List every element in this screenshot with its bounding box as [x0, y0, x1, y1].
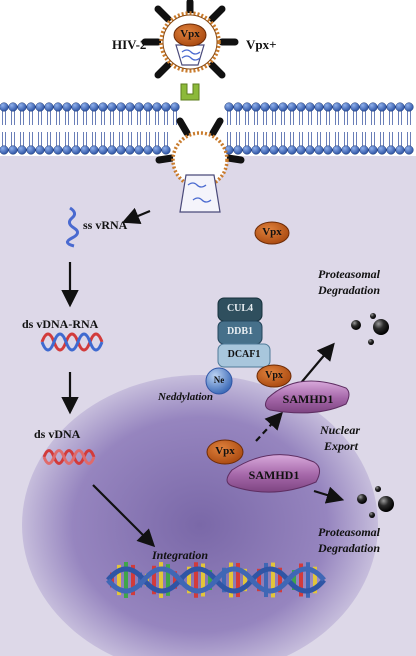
integration-label: Integration [152, 548, 209, 562]
vpx-bound-complex [256, 364, 292, 388]
pathway-arrows [61, 207, 345, 548]
virion-vpx-label: Vpx [180, 28, 200, 40]
ss-vrna-strand [66, 206, 79, 248]
vpx-plus-label: Vpx+ [246, 37, 277, 52]
samhd1-nuclear [226, 454, 320, 493]
dcaf1-label: DCAF1 [227, 349, 261, 360]
proteasomal-bottom-line2: Degradation [318, 541, 381, 555]
ddb1-label: DDB1 [226, 326, 254, 337]
proteasome-products-top [351, 313, 389, 345]
samhd1-cytoplasmic [264, 380, 350, 414]
ds-vdna-helix [42, 449, 96, 465]
nuclear-export-line1: Nuclear [320, 423, 360, 437]
nedd8-ball [205, 367, 233, 395]
proteasomal-top-line1: Proteasomal [318, 267, 380, 281]
cul4-label: CUL4 [226, 303, 254, 314]
nuclear-vpx-samhd1 [206, 439, 320, 493]
proteasomal-bottom-line1: Proteasomal [318, 525, 380, 539]
ds-vdna-rna-label: ds vDNA-RNA [22, 317, 99, 331]
free-vpx-protein [254, 221, 290, 245]
free-vpx-label: Vpx [262, 226, 282, 238]
ss-vrna-label: ss vRNA [83, 218, 128, 232]
samhd1-nuclear-label: SAMHD1 [248, 468, 300, 482]
proteasomal-top-line2: Degradation [318, 283, 381, 297]
proteasome-products-bottom [357, 486, 394, 518]
cd4-receptor [180, 83, 200, 101]
ds-vdna-rna-helix [40, 332, 104, 352]
nuclear-vpx-label: Vpx [215, 445, 235, 457]
neddylation-label: Neddylation [158, 391, 213, 403]
hiv2-virion [141, 0, 239, 79]
host-chromosome [106, 562, 326, 598]
vpx-nuclear [206, 439, 244, 465]
fusing-virion [155, 117, 245, 213]
cell-membrane [0, 102, 414, 155]
hiv2-label: HIV-2 [112, 37, 147, 52]
complex-vpx-label: Vpx [265, 370, 283, 381]
dcaf1-subunit [217, 343, 271, 368]
ds-vdna-label: ds vDNA [34, 427, 81, 441]
nuclear-export-line2: Export [324, 439, 359, 453]
samhd1-cytoplasmic-label: SAMHD1 [282, 392, 334, 406]
nedd-label: Ne [213, 375, 225, 385]
crl4-dcaf1-complex [205, 297, 350, 414]
